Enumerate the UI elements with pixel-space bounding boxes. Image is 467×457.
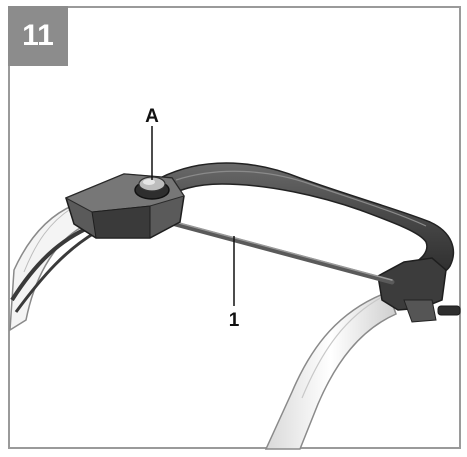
step-number-badge: 11	[8, 6, 68, 66]
control-cables	[10, 224, 97, 313]
control-housing	[64, 173, 185, 239]
left-handle-tube	[9, 203, 81, 332]
right-handle-tube	[264, 291, 397, 450]
callout-label-1: 1	[229, 310, 240, 331]
callout-label-a: A	[145, 106, 159, 127]
control-bar	[165, 219, 395, 285]
figure-frame	[8, 6, 461, 449]
right-handle-clamp	[377, 257, 461, 323]
release-button	[134, 176, 170, 200]
